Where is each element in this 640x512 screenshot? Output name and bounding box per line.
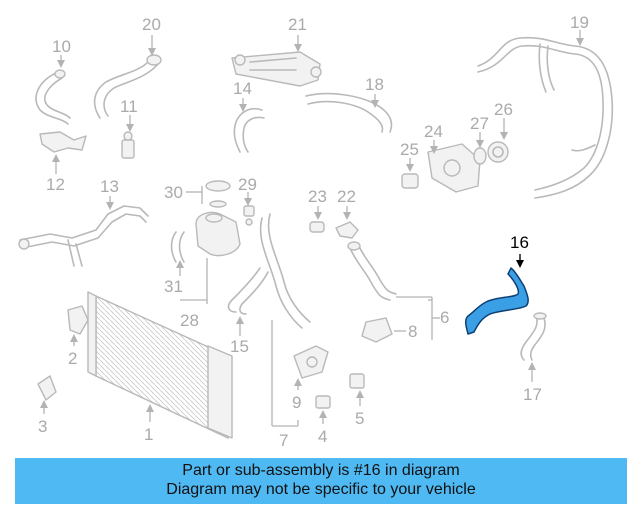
- info-banner: Part or sub-assembly is #16 in diagram D…: [15, 458, 627, 504]
- part-2-bracket[interactable]: [67, 305, 89, 335]
- part-9-connector[interactable]: [293, 345, 329, 379]
- part-1-radiator[interactable]: [87, 291, 233, 440]
- part-15-hose[interactable]: [227, 267, 269, 315]
- part-21-flange[interactable]: [231, 51, 322, 87]
- callout-21: 21: [288, 15, 307, 34]
- callout-30: 30: [164, 183, 183, 202]
- banner-line-2: Diagram may not be specific to your vehi…: [166, 481, 476, 498]
- callout-29: 29: [238, 175, 257, 194]
- callout-11: 11: [120, 97, 138, 116]
- part-28-expansion-tank[interactable]: [195, 211, 241, 257]
- callout-26: 26: [494, 100, 513, 119]
- callout-16-highlighted[interactable]: 16: [510, 233, 529, 252]
- callout-3: 3: [38, 417, 47, 436]
- callout-13: 13: [100, 177, 119, 196]
- callout-27: 27: [470, 114, 489, 133]
- part-30-cap[interactable]: [205, 180, 231, 208]
- part-10-hose[interactable]: [35, 69, 71, 125]
- callout-2: 2: [68, 349, 77, 368]
- callout-25: 25: [400, 140, 419, 159]
- part-20-hose[interactable]: [93, 54, 162, 119]
- callout-8: 8: [408, 322, 417, 341]
- part-18-hose[interactable]: [305, 92, 393, 133]
- part-25-gasket[interactable]: [401, 173, 419, 189]
- part-5-sensor[interactable]: [349, 373, 365, 389]
- callout-4: 4: [318, 427, 327, 446]
- callout-6: 6: [440, 308, 449, 327]
- part-17-hose[interactable]: [520, 312, 547, 361]
- callout-20: 20: [142, 15, 161, 34]
- callout-31: 31: [164, 277, 183, 296]
- part-27-oring[interactable]: [473, 147, 487, 165]
- part-6-hose[interactable]: [347, 241, 397, 301]
- banner-line-1: Part or sub-assembly is #16 in diagram: [182, 462, 460, 479]
- callout-15: 15: [230, 337, 249, 356]
- part-29-sensor[interactable]: [243, 205, 255, 226]
- part-31-hose[interactable]: [170, 231, 185, 263]
- callout-9: 9: [292, 393, 301, 412]
- callout-5: 5: [355, 409, 364, 428]
- part-19-hose[interactable]: [477, 36, 614, 199]
- part-24-housing[interactable]: [427, 143, 481, 193]
- part-8-connector[interactable]: [361, 317, 393, 343]
- callout-labels: 20 10 21 19 18 14 11 12 13 30 29 23 22 2…: [38, 13, 589, 450]
- part-23-plug[interactable]: [309, 221, 325, 233]
- parts-diagram: 20 10 21 19 18 14 11 12 13 30 29 23 22 2…: [18, 13, 614, 450]
- callout-7: 7: [279, 431, 288, 450]
- leader-lines: [40, 30, 584, 427]
- callout-18: 18: [365, 75, 384, 94]
- callout-12: 12: [46, 175, 65, 194]
- part-22-clip[interactable]: [335, 221, 359, 239]
- part-26-thermostat[interactable]: [487, 141, 509, 163]
- callout-24: 24: [424, 122, 443, 141]
- part-14-hose[interactable]: [233, 107, 265, 153]
- part-13-pipe[interactable]: [18, 205, 149, 267]
- callout-17: 17: [523, 385, 542, 404]
- callout-28: 28: [180, 311, 199, 330]
- callout-1: 1: [144, 425, 153, 444]
- part-4-sensor[interactable]: [315, 395, 331, 409]
- part-12-bracket[interactable]: [39, 131, 87, 153]
- callout-14: 14: [233, 79, 252, 98]
- part-16-hose-highlighted[interactable]: [464, 267, 529, 335]
- callout-19: 19: [570, 13, 589, 32]
- part-11-sensor[interactable]: [121, 131, 135, 159]
- callout-23: 23: [308, 187, 327, 206]
- part-3-bracket[interactable]: [37, 375, 57, 401]
- part-7-hose[interactable]: [259, 213, 311, 329]
- callout-22: 22: [337, 187, 356, 206]
- callout-10: 10: [52, 37, 71, 56]
